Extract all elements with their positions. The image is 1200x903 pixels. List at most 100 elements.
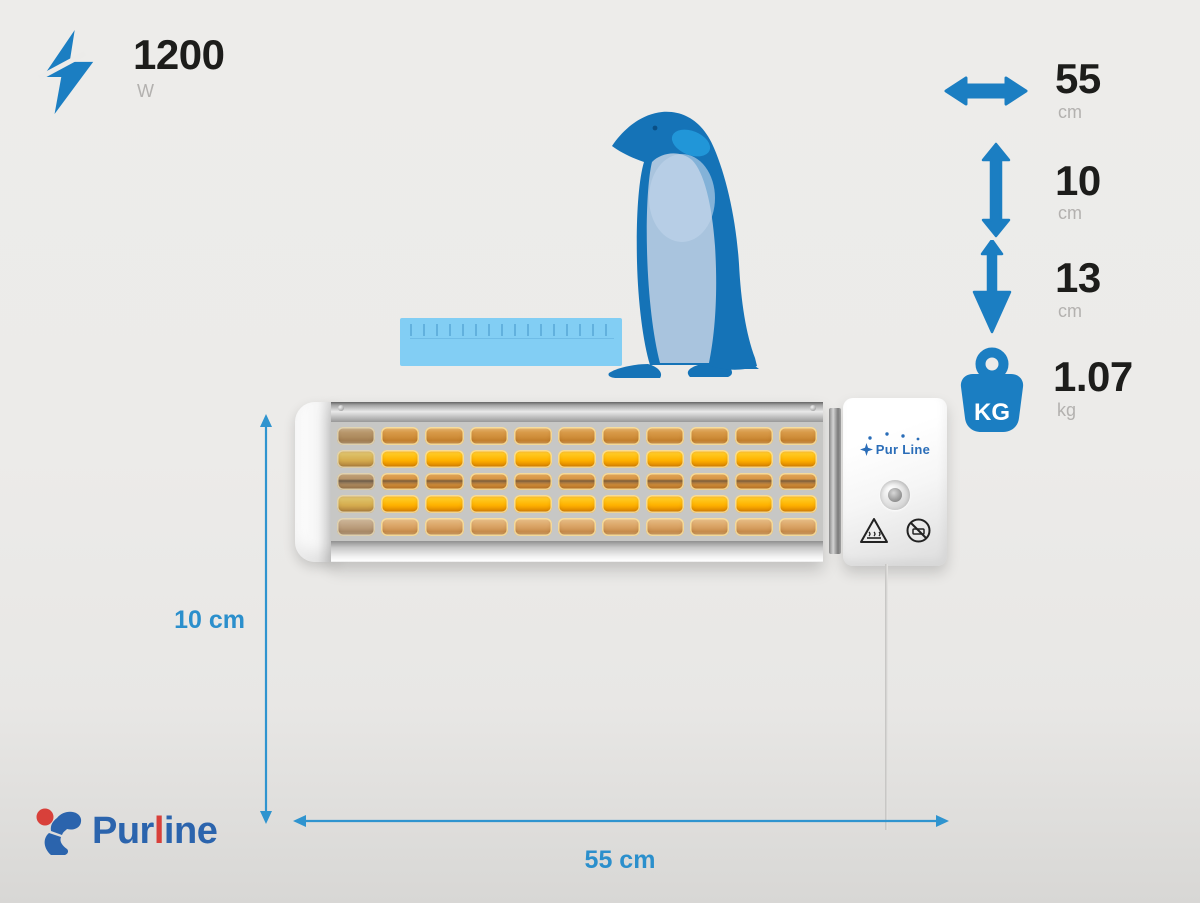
grille-cell (690, 495, 729, 514)
grille-cell (778, 472, 817, 491)
penguin-illustration (608, 111, 759, 378)
grille-cell (469, 449, 508, 468)
grille-cell (778, 427, 817, 445)
heater-brand: Pur Line (843, 432, 947, 457)
grille-cell (646, 472, 685, 491)
purline-logo-icon (36, 808, 82, 855)
height-arrow-icon (981, 142, 1011, 238)
logo-part-l: l (153, 810, 165, 852)
grille-cell (646, 495, 685, 514)
grille-cell (734, 495, 773, 514)
grille-cell (734, 472, 773, 491)
height-dimension-arrow (260, 414, 272, 824)
grille-cell (425, 472, 464, 491)
grille-cell (381, 472, 420, 491)
grille-cell (425, 449, 464, 468)
weight-icon-label: KG (974, 399, 1010, 426)
grille-cell (557, 495, 597, 514)
grille-cell (778, 449, 817, 468)
grille-cell (734, 518, 773, 536)
screw-icon (338, 405, 344, 411)
grille-cell (337, 518, 376, 536)
ruler-line (410, 338, 614, 339)
grille-cell (513, 472, 552, 491)
grille-cell (513, 495, 552, 514)
grille-cell (646, 449, 685, 468)
grille-cell (513, 427, 552, 445)
grille-cell (690, 427, 729, 445)
brand-dots-icon (868, 432, 920, 441)
depth-unit: cm (1058, 301, 1082, 321)
depth-arrow-icon (972, 240, 1012, 334)
grille-cell (602, 449, 641, 468)
grille-cell (469, 472, 508, 491)
grille-cell (778, 518, 817, 536)
height-dimension-label: 10 cm (174, 606, 245, 634)
logo-part-pur: Pur (92, 810, 154, 852)
grille-cell (381, 518, 420, 536)
grille-cell (381, 495, 420, 514)
grille-cell (690, 449, 729, 468)
heater-brand-label: Pur Line (875, 442, 931, 457)
heater-grille (331, 422, 823, 541)
width-dimension-arrow (293, 815, 949, 827)
heater-bottom-rail (331, 541, 823, 562)
grille-cell (602, 472, 641, 491)
weight-icon: KG (960, 347, 1024, 432)
do-not-cover-warning-icon (906, 518, 930, 543)
grille-cell (646, 427, 685, 445)
heater-left-endcap (295, 402, 337, 562)
heater-knob (880, 480, 910, 510)
grille-cell (557, 449, 597, 468)
width-dimension-label: 55 cm (584, 846, 656, 874)
grille-cell (734, 427, 773, 445)
grille-cell (602, 427, 641, 445)
grille-cell (557, 518, 597, 536)
weight-unit: kg (1057, 400, 1077, 420)
hot-surface-warning-icon (859, 518, 888, 543)
height-value: 10 (1055, 157, 1101, 204)
grille-cell (602, 518, 641, 536)
width-arrow-icon (944, 76, 1028, 106)
depth-value: 13 (1055, 254, 1101, 301)
purline-logo: Purline (34, 806, 218, 858)
grille-cell (425, 518, 464, 536)
grille-cell (557, 472, 597, 491)
grille-cell (469, 495, 508, 514)
ruler-marks (410, 324, 614, 336)
grille-cell (513, 449, 552, 468)
grille-cell (646, 518, 685, 536)
grille-cell (381, 427, 420, 445)
grille-cell (557, 427, 597, 445)
grille-cell (469, 427, 508, 445)
width-value: 55 (1055, 55, 1101, 102)
grille-cell (425, 495, 464, 514)
logo-part-ine: ine (163, 810, 218, 852)
power-unit: W (137, 81, 154, 101)
purline-logo-text: Purline (92, 806, 218, 856)
weight-value: 1.07 (1053, 353, 1133, 400)
grille-cell (425, 427, 464, 445)
heater-mount-bracket (829, 408, 841, 554)
brand-star-icon (859, 443, 873, 456)
width-unit: cm (1058, 102, 1082, 122)
heater-knob-center (888, 488, 902, 502)
height-unit: cm (1058, 203, 1082, 223)
grille-cell (690, 518, 729, 536)
grille-cell (778, 495, 817, 514)
screw-icon (810, 405, 816, 411)
grille-cell (734, 449, 773, 468)
grille-cell (381, 449, 420, 468)
grille-cell (337, 449, 376, 468)
heater-body (331, 402, 823, 562)
warning-icons-row (843, 517, 947, 544)
heater-top-rail (331, 402, 823, 422)
grille-cell (513, 518, 552, 536)
grille-cell (337, 472, 376, 491)
grille-cell (337, 495, 376, 514)
lightning-icon (38, 30, 94, 114)
grille-cell (337, 427, 376, 445)
grille-cell (602, 495, 641, 514)
ruler-illustration (400, 318, 622, 366)
